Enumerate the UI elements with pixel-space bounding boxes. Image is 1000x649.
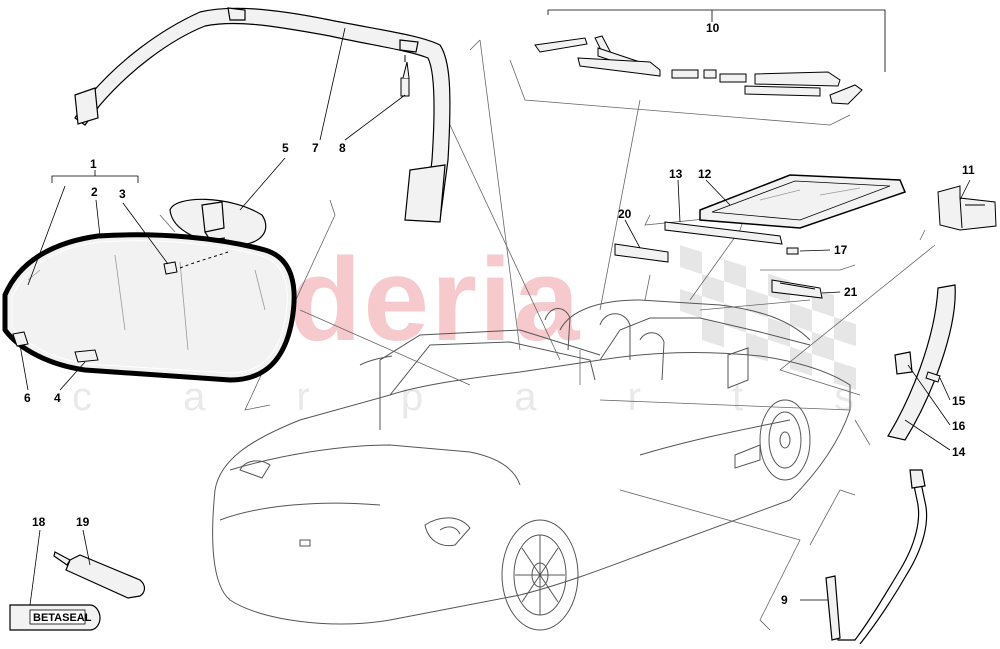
callout-leaders bbox=[19, 9, 971, 606]
callout-11: 11 bbox=[962, 163, 975, 177]
callout-17: 17 bbox=[834, 243, 848, 257]
callout-13: 13 bbox=[669, 167, 683, 181]
rear-window-part bbox=[699, 174, 906, 229]
small-pad-part bbox=[786, 247, 799, 255]
callout-6: 6 bbox=[24, 391, 31, 405]
callout-4: 4 bbox=[54, 391, 61, 405]
callout-7: 7 bbox=[312, 141, 319, 155]
callout-8: 8 bbox=[339, 141, 346, 155]
callout-10: 10 bbox=[706, 21, 720, 35]
pad-part bbox=[614, 243, 669, 263]
callout-5: 5 bbox=[282, 141, 289, 155]
pillar-part bbox=[887, 284, 956, 441]
sealant-tube-part: BETASEAL bbox=[9, 604, 101, 631]
checkered-flag-icon bbox=[680, 245, 856, 391]
callout-9: 9 bbox=[781, 593, 788, 607]
callout-19: 19 bbox=[76, 515, 90, 529]
applicator-part bbox=[53, 551, 146, 599]
rear-view-mirror-part bbox=[169, 198, 267, 246]
door-seal-part bbox=[825, 469, 928, 645]
seal-strip-part bbox=[664, 221, 783, 245]
windscreen-part bbox=[2, 232, 297, 383]
callout-numbers: 1 2 3 4 5 6 7 8 9 10 11 12 13 14 15 16 1… bbox=[24, 21, 975, 607]
callout-18: 18 bbox=[32, 515, 46, 529]
callout-14: 14 bbox=[952, 445, 966, 459]
watermark-sub: c a r p a r t s bbox=[72, 375, 894, 419]
callout-12: 12 bbox=[698, 167, 712, 181]
callout-2: 2 bbox=[91, 185, 98, 199]
tube-brand-label: BETASEAL bbox=[33, 612, 92, 624]
screw-part bbox=[400, 55, 410, 97]
clip-part bbox=[12, 331, 99, 363]
callout-16: 16 bbox=[952, 419, 966, 433]
seal-kit-part bbox=[534, 35, 863, 105]
callout-20: 20 bbox=[618, 207, 632, 221]
callout-3: 3 bbox=[119, 187, 126, 201]
bracket-part bbox=[937, 185, 997, 231]
callout-15: 15 bbox=[952, 394, 966, 408]
sensor-pad-part bbox=[163, 251, 229, 275]
frame-pad-part bbox=[771, 279, 823, 299]
roof-frame-part bbox=[74, 7, 451, 223]
callout-1: 1 bbox=[90, 157, 97, 171]
callout-21: 21 bbox=[844, 285, 858, 299]
screw-small-part bbox=[925, 371, 941, 383]
